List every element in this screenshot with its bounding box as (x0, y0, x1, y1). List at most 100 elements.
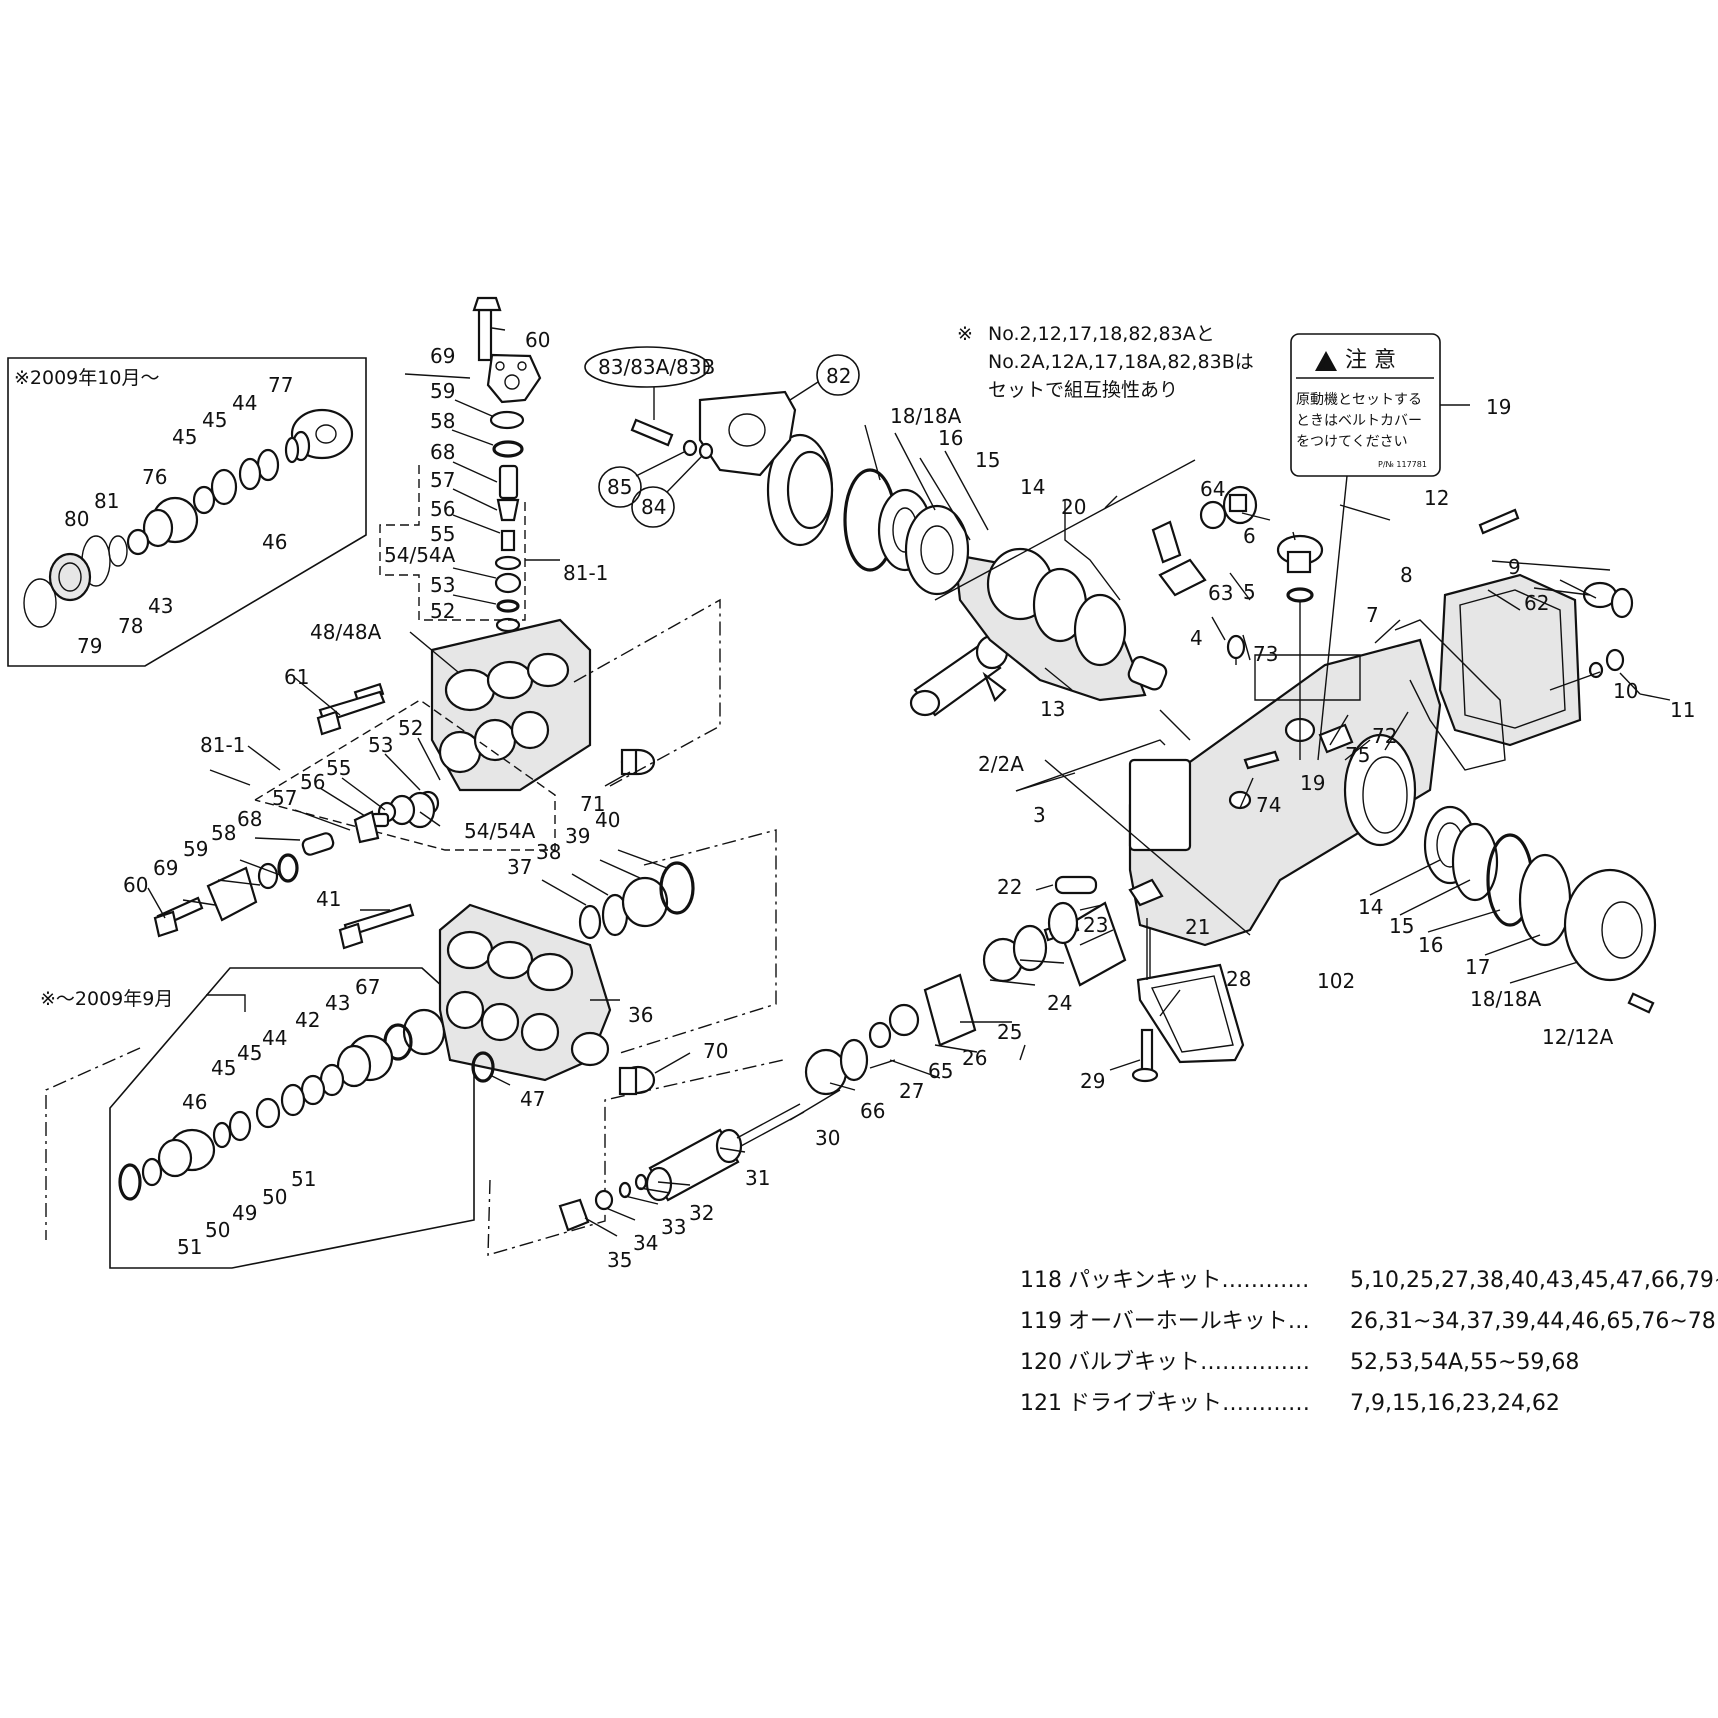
label-54-54A-b: 54/54A (464, 819, 536, 843)
label-77: 77 (268, 373, 293, 397)
flange-82 (630, 390, 797, 477)
label-39: 39 (565, 824, 590, 848)
label-31: 31 (745, 1166, 770, 1190)
label-72: 72 (1372, 724, 1397, 748)
callout-82: 82 (826, 364, 851, 388)
label-42: 42 (295, 1008, 320, 1032)
label-12: 12 (1424, 486, 1449, 510)
label-12-12A: 12/12A (1542, 1025, 1614, 1049)
label-55: 55 (430, 522, 455, 546)
manifold (153, 598, 721, 938)
label-73: 73 (1253, 642, 1278, 666)
label-7: 7 (1366, 603, 1379, 627)
kit-120-no: 120 (1020, 1350, 1062, 1375)
label-19-b: 19 (1300, 771, 1325, 795)
label-13: 13 (1040, 697, 1065, 721)
label-69-b: 69 (153, 856, 178, 880)
label-33: 33 (661, 1215, 686, 1239)
cylinder-head (338, 829, 777, 1096)
label-44-i: 44 (232, 391, 257, 415)
caution-label: ! 注 意 原動機とセットする ときはベルトカバー をつけてください P/№ 1… (1290, 333, 1470, 761)
label-66: 66 (860, 1099, 885, 1123)
label-37: 37 (507, 855, 532, 879)
label-56: 56 (430, 497, 455, 521)
warning-triangle-icon (1315, 351, 1337, 371)
label-81: 81 (94, 489, 119, 513)
label-53: 53 (430, 573, 455, 597)
label-23: 23 (1083, 913, 1108, 937)
label-76: 76 (142, 465, 167, 489)
inset-top-left: ※2009年10月～ (7, 357, 367, 667)
label-2-2A: 2/2A (978, 752, 1024, 776)
label-44: 44 (262, 1026, 287, 1050)
kit-119-parts: 26,31~34,37,39,44,46,65,76~78 (1350, 1309, 1716, 1334)
label-79: 79 (77, 634, 102, 658)
label-59: 59 (430, 379, 455, 403)
kit-121-no: 121 (1020, 1391, 1062, 1416)
label-38: 38 (536, 840, 561, 864)
label-59-b: 59 (183, 837, 208, 861)
label-52-b: 52 (398, 716, 423, 740)
bearing-set-top (766, 433, 970, 596)
compat-line-2: No.2A,12A,17,18A,82,83Bは (988, 351, 1254, 373)
kit-119-name: オーバーホールキット… (1068, 1309, 1310, 1334)
bearing-set-rear (1423, 805, 1657, 1014)
caution-pn: P/№ 117781 (1378, 460, 1427, 469)
label-45-b: 45 (211, 1056, 236, 1080)
label-69: 69 (430, 344, 455, 368)
inset-bottom-left: ※～2009年9月 (40, 967, 475, 1269)
bracket-2-2A (1015, 739, 1166, 792)
label-35: 35 (607, 1248, 632, 1272)
label-49: 49 (232, 1201, 257, 1225)
label-67: 67 (355, 975, 380, 999)
label-80: 80 (64, 507, 89, 531)
label-45: 45 (237, 1041, 262, 1065)
label-51-b: 51 (177, 1235, 202, 1259)
label-53-b: 53 (368, 733, 393, 757)
label-81-1: 81-1 (563, 561, 608, 585)
label-29: 29 (1080, 1069, 1105, 1093)
label-14: 14 (1020, 475, 1045, 499)
label-70: 70 (703, 1039, 728, 1063)
kit-120-parts: 52,53,54A,55~59,68 (1350, 1350, 1579, 1375)
label-15: 15 (975, 448, 1000, 472)
rear-cover (1394, 508, 1634, 771)
label-14-r: 14 (1358, 895, 1383, 919)
caution-line-1: 原動機とセットする (1296, 392, 1422, 408)
crankshaft-group (909, 459, 1258, 717)
label-47: 47 (520, 1087, 545, 1111)
caution-line-2: ときはベルトカバー (1296, 413, 1422, 429)
label-27: 27 (899, 1079, 924, 1103)
label-3: 3 (1033, 803, 1046, 827)
kit-118-name: パッキンキット………… (1068, 1268, 1309, 1293)
inset-top-note: ※2009年10月～ (14, 367, 159, 389)
callout-83: 83/83A/83B (598, 355, 715, 379)
label-58-b: 58 (211, 821, 236, 845)
label-51: 51 (291, 1167, 316, 1191)
compat-line-3: セットで組互換性あり (988, 379, 1178, 401)
kit-118-no: 118 (1020, 1268, 1062, 1293)
kit-121-parts: 7,9,15,16,23,24,62 (1350, 1391, 1560, 1416)
kit-118-parts: 5,10,25,27,38,40,43,45,47,66,79~81 (1350, 1268, 1718, 1293)
label-74: 74 (1256, 793, 1281, 817)
label-61: 61 (284, 665, 309, 689)
label-58: 58 (430, 409, 455, 433)
leader-lines (147, 327, 1671, 1237)
label-6: 6 (1243, 524, 1256, 548)
label-46: 46 (182, 1090, 207, 1114)
label-34: 34 (633, 1231, 658, 1255)
label-60: 60 (525, 328, 550, 352)
label-68-b: 68 (237, 807, 262, 831)
label-30: 30 (815, 1126, 840, 1150)
label-81-1-b: 81-1 (200, 733, 245, 757)
compat-line-1: No.2,12,17,18,82,83Aと (988, 323, 1215, 345)
label-18-18A-r: 18/18A (1470, 987, 1542, 1011)
caution-line-3: をつけてください (1296, 434, 1408, 450)
label-25: 25 (997, 1020, 1022, 1044)
misc-parts (1131, 534, 1324, 1083)
label-45-i: 45 (202, 408, 227, 432)
svg-text:!: ! (1320, 358, 1326, 373)
label-78: 78 (118, 614, 143, 638)
label-26: 26 (962, 1046, 987, 1070)
